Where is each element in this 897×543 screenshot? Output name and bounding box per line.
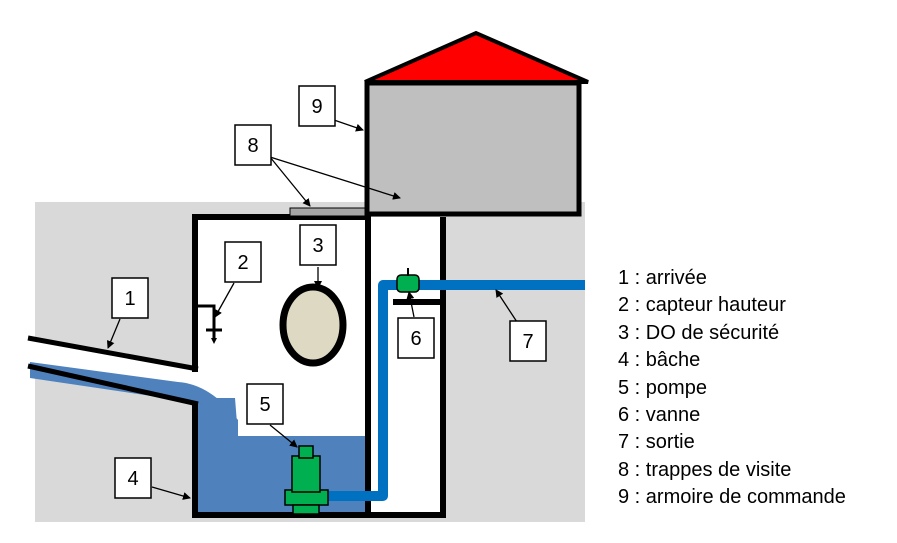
callout-2-label: 2 (237, 252, 248, 274)
callout-5: 5 (246, 383, 284, 425)
callout-6-label: 6 (410, 328, 421, 350)
legend-item: 1 : arrivée (618, 267, 707, 289)
legend-item: 2 : capteur hauteur (618, 294, 786, 317)
callout-2: 2 (224, 241, 262, 283)
legend-item: 8 : trappes de visite (618, 458, 792, 481)
control-cabinet (364, 80, 582, 217)
legend-item: 6 : vanne (618, 404, 701, 427)
callout-1: 1 (111, 277, 149, 319)
discharge-pipe (320, 280, 585, 501)
legend-item: 9 : armoire de commande (618, 486, 846, 509)
leader-1 (106, 318, 121, 349)
callout-7-label: 7 (522, 331, 533, 353)
leader-4 (151, 486, 191, 500)
level-sensor-tip (211, 338, 217, 344)
leader-2 (214, 282, 235, 318)
callout-4: 4 (114, 457, 152, 499)
callout-5-label: 5 (259, 394, 270, 416)
callout-8: 8 (234, 124, 272, 166)
legend-item: 4 : bâche (618, 349, 701, 372)
callout-3-label: 3 (312, 235, 323, 257)
callout-3: 3 (299, 224, 337, 266)
valve-body (396, 274, 420, 293)
legend: 1 : arrivée 2 : capteur hauteur 3 : DO d… (618, 265, 846, 512)
valve-chamber-walls (365, 210, 446, 518)
sump-water (195, 398, 368, 515)
pump-motor (298, 445, 314, 459)
legend-item: 7 : sortie (618, 431, 695, 454)
leader-7 (495, 289, 518, 323)
callout-9: 9 (298, 85, 336, 127)
leader-8b (269, 156, 401, 200)
callout-6: 6 (397, 317, 435, 359)
pump-foot (292, 504, 320, 515)
cabinet-roof (364, 30, 589, 84)
leader-5 (269, 424, 298, 448)
callout-7: 7 (509, 320, 547, 362)
overflow-opening (279, 283, 347, 367)
wet-well-walls (192, 214, 368, 518)
callout-4-label: 4 (127, 468, 138, 490)
callout-8-label: 8 (247, 135, 258, 157)
inlet-pipe-bottom-wall (27, 363, 199, 407)
leader-8a (269, 156, 311, 207)
callout-9-label: 9 (311, 96, 322, 118)
legend-item: 3 : DO de sécurité (618, 321, 780, 344)
pump-body (291, 455, 321, 493)
leader-6 (406, 291, 415, 318)
legend-item: 5 : pompe (618, 376, 707, 399)
callout-1-label: 1 (124, 288, 135, 310)
leader-9 (333, 119, 364, 132)
inlet-pipe-top-wall (27, 335, 199, 372)
